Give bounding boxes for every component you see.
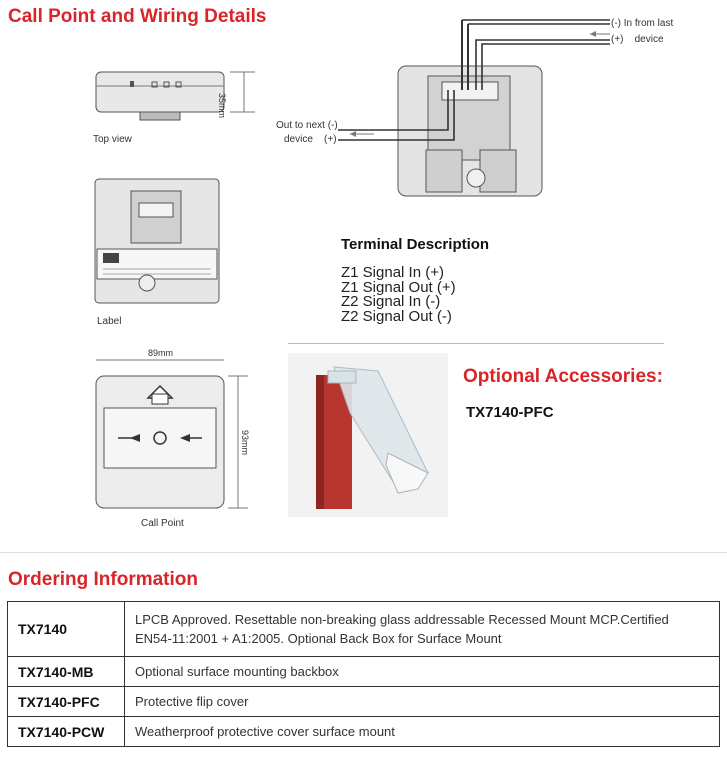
order-description: Weatherproof protective cover surface mo… (124, 716, 720, 747)
accessory-divider (288, 343, 664, 344)
wiring-out-label-1: Out to next (-) (276, 120, 338, 131)
order-description: Protective flip cover (124, 686, 720, 717)
terminal-line: Z1 Signal In (+) (341, 264, 444, 281)
wiring-in-label-2: (+) device (611, 34, 664, 45)
wiring-diagram (338, 19, 610, 197)
top-view-height-dim: 35mm (217, 93, 227, 119)
call-point-drawing (95, 359, 248, 509)
terminal-line: Z2 Signal Out (-) (341, 308, 452, 325)
table-row: TX7140 LPCB Approved. Resettable non-bre… (7, 601, 720, 657)
accessory-code: TX7140-PFC (466, 404, 554, 421)
page-title: Call Point and Wiring Details (8, 6, 267, 27)
table-row: TX7140-PFC Protective flip cover (7, 686, 720, 717)
table-row: TX7140-PCW Weatherproof protective cover… (7, 716, 720, 747)
ordering-divider (0, 552, 727, 553)
order-description: LPCB Approved. Resettable non-breaking g… (124, 601, 720, 657)
order-code: TX7140 (7, 601, 125, 657)
order-description: Optional surface mounting backbox (124, 656, 720, 687)
terminal-description-title: Terminal Description (341, 236, 490, 253)
wiring-in-label-1: (-) In from last (611, 18, 674, 29)
flip-cover-photo (288, 353, 448, 517)
ordering-information-title: Ordering Information (8, 569, 198, 590)
terminal-line: Z2 Signal In (-) (341, 293, 441, 310)
ordering-table: TX7140 LPCB Approved. Resettable non-bre… (7, 601, 720, 747)
table-row: TX7140-MB Optional surface mounting back… (7, 656, 720, 687)
call-point-caption: Call Point (141, 518, 184, 529)
top-view-drawing (95, 71, 255, 121)
call-point-height-dim: 93mm (240, 430, 250, 456)
optional-accessories-title: Optional Accessories: (463, 366, 663, 387)
order-code: TX7140-MB (7, 656, 125, 687)
wiring-out-label-2: device (+) (284, 134, 337, 145)
top-view-caption: Top view (93, 134, 132, 145)
call-point-width-dim: 89mm (148, 348, 174, 358)
terminal-line: Z1 Signal Out (+) (341, 279, 456, 296)
label-view-drawing (94, 178, 220, 304)
label-view-caption: Label (97, 316, 122, 327)
order-code: TX7140-PCW (7, 716, 125, 747)
order-code: TX7140-PFC (7, 686, 125, 717)
